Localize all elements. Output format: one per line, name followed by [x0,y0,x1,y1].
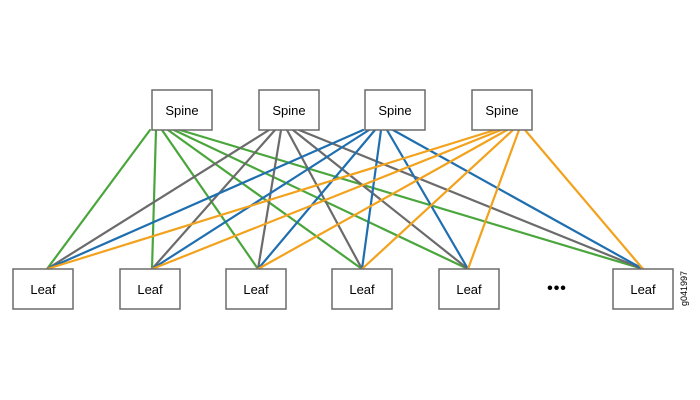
spine-leaf-link [360,128,515,271]
leaf-label: Leaf [30,282,56,297]
figure-id-label: g041997 [679,271,689,306]
leaf-node: Leaf [225,268,287,310]
leaf-label: Leaf [630,282,656,297]
leaf-node: Leaf [331,268,393,310]
spine-leaf-link [45,128,271,271]
leaf-node: Leaf [612,268,674,310]
spine-label: Spine [378,103,411,118]
spine-leaf-link [256,128,509,271]
leaf-label: Leaf [243,282,269,297]
leaf-node: Leaf [119,268,181,310]
spine-leaf-link [150,128,371,271]
spine-leaf-link [160,128,260,271]
spine-leaf-link [256,128,377,271]
spine-leaf-link [150,128,158,271]
spine-leaf-link [150,128,503,271]
spine-node: Spine [471,89,533,131]
leaf-node: Leaf [438,268,500,310]
leaf-node: Leaf [12,268,74,310]
spine-leaf-link [178,128,645,271]
spine-leaf-link [391,128,645,271]
leaf-label: Leaf [349,282,375,297]
spine-node: Spine [151,89,213,131]
spine-leaf-link [45,128,152,271]
spine-leaf-link [466,128,521,271]
spine-leaf-link [385,128,470,271]
spine-leaf-link [360,128,383,271]
more-leaves-ellipsis: ••• [547,280,567,297]
spine-leaf-link [45,128,365,271]
spine-leaf-link [150,128,277,271]
spine-leaf-link [523,128,645,271]
spine-leaf-link [45,128,497,271]
leaf-label: Leaf [137,282,163,297]
spine-node: Spine [258,89,320,131]
link-group [45,128,645,271]
spine-label: Spine [272,103,305,118]
spine-node: Spine [364,89,426,131]
leaf-label: Leaf [456,282,482,297]
spine-leaf-link [172,128,470,271]
spine-leaf-link [166,128,364,271]
spine-label: Spine [165,103,198,118]
spine-label: Spine [485,103,518,118]
